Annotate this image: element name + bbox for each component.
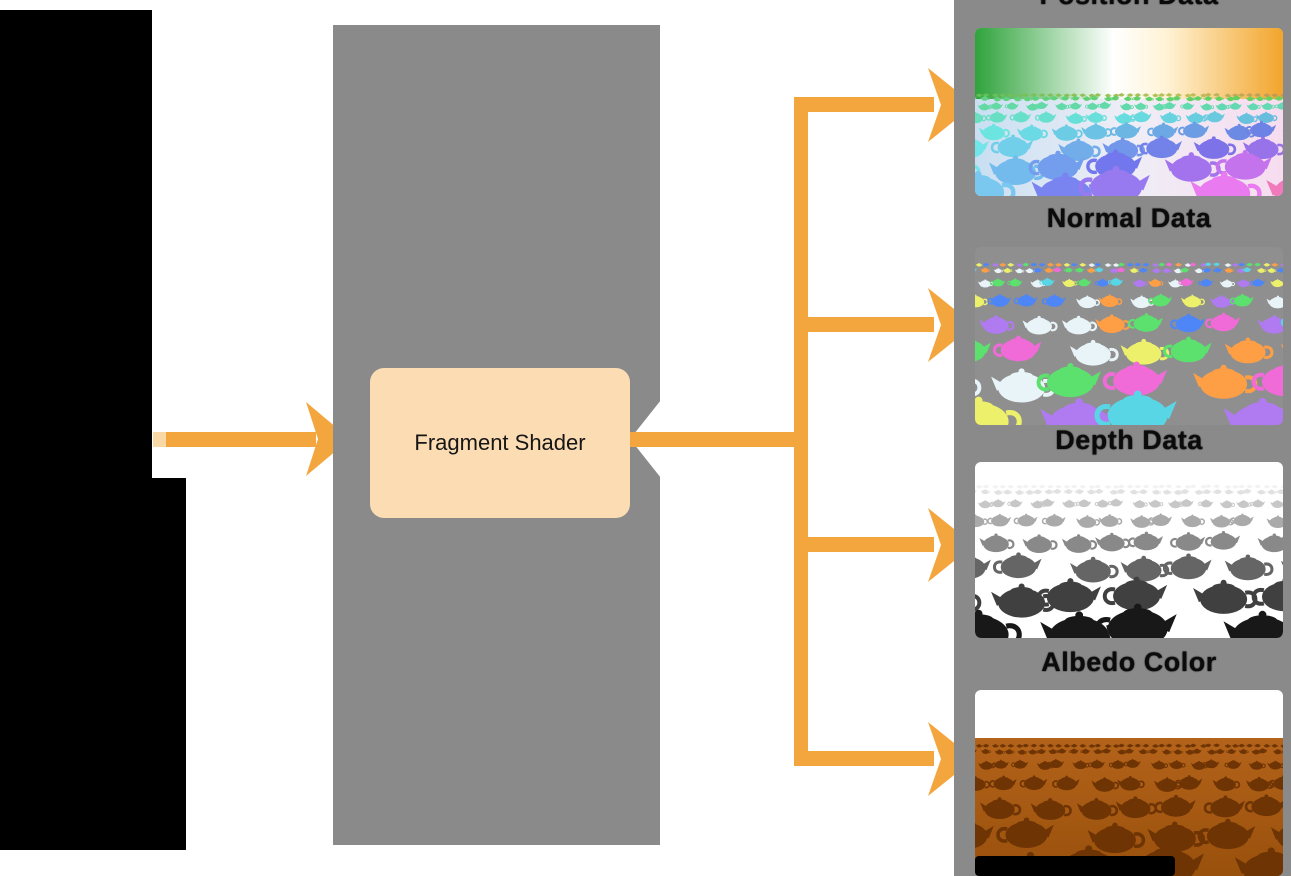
gbuffer-branch-line-albedo [806, 751, 934, 766]
buffer-label-normal: Normal Data [1046, 203, 1212, 233]
gbuffer-branch-line-depth [806, 537, 934, 552]
arrow-tail-accent [153, 432, 170, 447]
arrowhead-icon [928, 508, 974, 582]
gbuffer-branch-line-position [806, 97, 934, 112]
input-block-foot [152, 478, 186, 850]
fragment-shader-box: Fragment Shader [370, 368, 630, 518]
input-block [0, 10, 152, 850]
arrowhead-icon [928, 288, 974, 362]
buffer-image-albedo [975, 690, 1283, 876]
arrowhead-icon [306, 402, 350, 476]
fragment-shader-label: Fragment Shader [414, 430, 586, 455]
buffer-label-albedo: Albedo Color [1041, 647, 1217, 677]
gbuffer-branch-line-normal [806, 317, 934, 332]
cutoff-label-bottom [975, 856, 1175, 876]
shader-output-line [630, 432, 808, 447]
input-to-shader-arrow-line [166, 432, 316, 447]
buffer-label-position: Position Data [975, 0, 1283, 11]
gbuffer-trunk-line [794, 97, 808, 766]
arrowhead-icon [928, 722, 974, 796]
buffer-image-normal [975, 247, 1283, 425]
buffer-label-depth: Depth Data [1055, 425, 1203, 455]
buffer-image-position [975, 28, 1283, 196]
arrowhead-icon [928, 68, 974, 142]
buffer-image-depth [975, 462, 1283, 638]
